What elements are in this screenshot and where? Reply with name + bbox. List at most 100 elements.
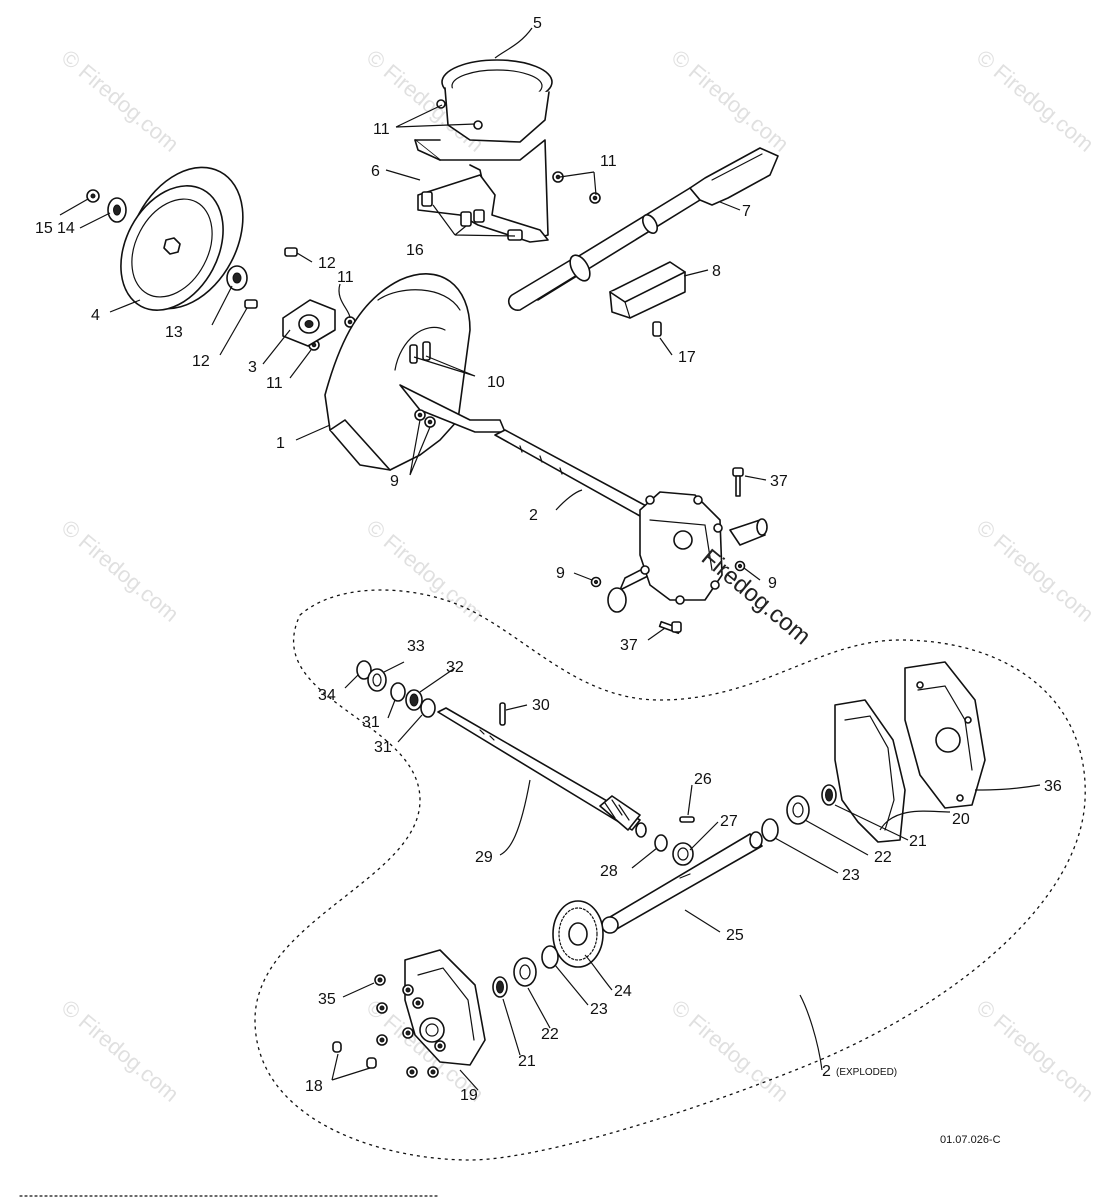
callout-37: 37: [770, 473, 788, 490]
part-2-gearbox-assembly: [494, 429, 768, 613]
callout-26: 26: [694, 771, 712, 788]
callout-2: 2: [529, 507, 538, 524]
exploded-label-number: 2: [822, 1063, 831, 1080]
part-17-bolt: [652, 321, 662, 337]
callout-12: 12: [192, 353, 210, 370]
part-24-gear: [552, 900, 604, 968]
part-3-flange: [282, 299, 336, 347]
callout-18: 18: [305, 1078, 323, 1095]
callout-4: 4: [91, 307, 100, 324]
callout-35: 35: [318, 991, 336, 1008]
part-21-seals: [492, 784, 837, 998]
part-35-bolts: [374, 974, 446, 1078]
part-22-bushings: [513, 795, 810, 987]
callout-22: 22: [541, 1026, 559, 1043]
figure-code: 01.07.026-C: [940, 1134, 1001, 1146]
callout-11: 11: [373, 121, 390, 138]
part-19-case-half: [404, 949, 486, 1066]
callout-21: 21: [518, 1053, 536, 1070]
callout-20: 20: [952, 811, 970, 828]
part-1-housing: [324, 273, 506, 471]
watermark: © Firedog.com: [972, 515, 1099, 627]
part-36-case-half: [904, 661, 986, 809]
callout-11: 11: [266, 375, 283, 392]
watermark-overlay: Firedog.com: [696, 544, 816, 650]
callout-16: 16: [406, 242, 424, 259]
callout-13: 13: [165, 324, 183, 341]
callout-17: 17: [678, 349, 696, 366]
callout-23: 23: [842, 867, 860, 884]
callout-25: 25: [726, 927, 744, 944]
watermark: © Firedog.com: [667, 995, 794, 1107]
callout-23: 23: [590, 1001, 608, 1018]
part-32-seal: [405, 689, 423, 711]
callout-33: 33: [407, 638, 425, 655]
part-5-chute: [414, 59, 553, 241]
callout-19: 19: [460, 1087, 478, 1104]
callout-3: 3: [248, 359, 257, 376]
callout-11: 11: [337, 269, 354, 286]
leader-lines: [59, 27, 1041, 1091]
part-23-washers: [541, 818, 779, 969]
callout-28: 28: [600, 863, 618, 880]
part-29-worm-shaft: [437, 707, 647, 838]
part-37-bolts: [658, 467, 744, 635]
part-6-chute-bracket: [417, 174, 549, 243]
part-15-nut: [86, 189, 100, 203]
callout-9: 9: [768, 575, 777, 592]
callout-21: 21: [909, 833, 927, 850]
callout-6: 6: [371, 163, 380, 180]
part-34-ring: [356, 660, 372, 680]
part-31-washers: [390, 682, 436, 718]
exploded-label-note: (EXPLODED): [836, 1067, 897, 1078]
callout-11: 11: [600, 153, 617, 170]
callout-30: 30: [532, 697, 550, 714]
watermark: © Firedog.com: [667, 45, 794, 157]
callout-24: 24: [614, 983, 632, 1000]
callout-31: 31: [374, 739, 392, 756]
part-27-sleeve: [672, 842, 694, 866]
callout-34: 34: [318, 687, 336, 704]
watermark: © Firedog.com: [57, 515, 184, 627]
callout-labels: 5 11 6 11 7 8 17 15 14 4 12 11 13 12 3 1…: [35, 15, 1062, 1146]
part-7-chute-crank: [508, 147, 779, 311]
watermark: © Firedog.com: [362, 515, 489, 627]
watermark: © Firedog.com: [57, 995, 184, 1107]
exploded-view-boundary: [254, 589, 1086, 1161]
callout-12: 12: [318, 255, 336, 272]
part-16-bolts: [421, 191, 523, 241]
callout-29: 29: [475, 849, 493, 866]
part-9-nuts: [414, 409, 746, 588]
callout-32: 32: [446, 659, 464, 676]
part-13-hub: [226, 265, 248, 291]
callout-5: 5: [533, 15, 542, 32]
part-14-bearing: [107, 197, 127, 223]
part-20-gasket: [834, 699, 906, 843]
callout-1: 1: [276, 435, 285, 452]
part-30-pin: [499, 702, 506, 726]
part-26-pin: [679, 816, 695, 823]
part-10-bolts: [409, 341, 431, 364]
callout-15: 15: [35, 220, 53, 237]
callout-9: 9: [556, 565, 565, 582]
part-33-bushing: [367, 668, 387, 692]
part-28-washer: [654, 834, 668, 852]
part-18-pins: [332, 1041, 377, 1069]
callout-8: 8: [712, 263, 721, 280]
callout-27: 27: [720, 813, 738, 830]
callout-14: 14: [57, 220, 75, 237]
watermark: © Firedog.com: [972, 45, 1099, 157]
watermark: © Firedog.com: [972, 995, 1099, 1107]
part-12-bolts: [244, 247, 298, 309]
part-4-pulley: [120, 166, 244, 311]
callout-37: 37: [620, 637, 638, 654]
watermark: © Firedog.com: [57, 45, 184, 157]
callout-22: 22: [874, 849, 892, 866]
callout-9: 9: [390, 473, 399, 490]
part-8-crank-bracket: [609, 261, 686, 319]
callout-7: 7: [742, 203, 751, 220]
callout-36: 36: [1044, 778, 1062, 795]
callout-10: 10: [487, 374, 505, 391]
callout-31: 31: [362, 714, 380, 731]
